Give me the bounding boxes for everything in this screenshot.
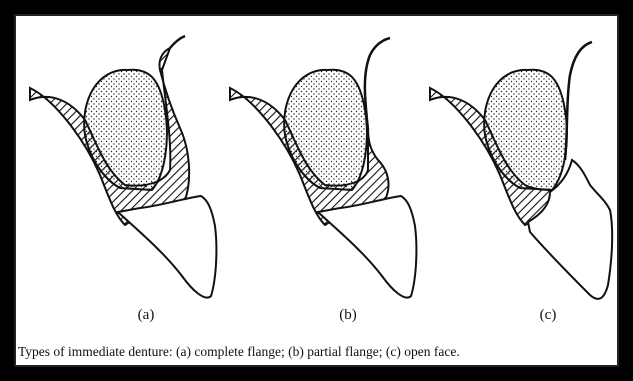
- figure-caption: Types of immediate denture: (a) complete…: [18, 344, 460, 360]
- panel-label-a: (a): [126, 307, 166, 324]
- panel-b: [230, 38, 416, 298]
- panel-label-c: (c): [528, 307, 568, 324]
- panel-c: [430, 42, 612, 299]
- panel-a: [30, 36, 216, 298]
- panel-label-b: (b): [328, 307, 368, 324]
